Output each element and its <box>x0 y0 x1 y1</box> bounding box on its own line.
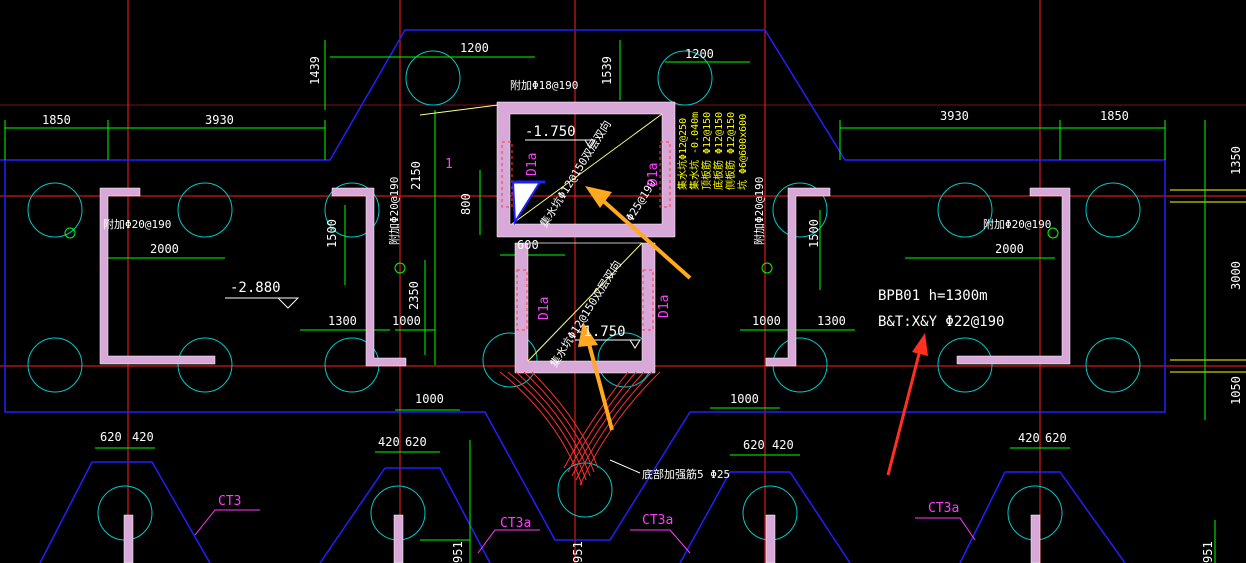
rebar-note-4: 底板筋 Φ12@150 <box>712 112 725 190</box>
plate-title: BPB01 h=1300m <box>878 288 988 304</box>
dim-600: 600 <box>517 238 539 252</box>
rebar-note-3: 顶板筋 Φ12@150 <box>700 112 713 190</box>
pit-hatching <box>501 141 671 331</box>
dim-2150: 2150 <box>409 161 423 190</box>
ct-label-mid-left: CT3a <box>500 516 531 531</box>
dim-420-2: 420 <box>378 435 400 449</box>
annotation-arrows <box>578 186 928 476</box>
axis-markers <box>64 227 1059 274</box>
right-edge-lines <box>1170 189 1246 373</box>
elevation-symbols <box>225 139 641 349</box>
dim-951-2: 951 <box>571 541 585 563</box>
dim-620-4: 620 <box>1045 431 1067 445</box>
pit-top-wall <box>496 101 676 238</box>
dim-620-2: 620 <box>405 435 427 449</box>
dim-1439: 1439 <box>308 56 322 85</box>
dim-620-1: 620 <box>100 430 122 444</box>
dim-1050: 1050 <box>1229 376 1243 405</box>
dim-1300-right: 1300 <box>817 314 846 328</box>
dim-3930-right: 3930 <box>940 109 969 123</box>
pit-label-bottom: D1a <box>537 297 552 320</box>
wall-left-bracket <box>99 187 216 365</box>
pit-bottom-wall <box>514 242 656 374</box>
walls <box>99 101 1071 374</box>
dim-1850-left: 1850 <box>42 113 71 127</box>
dim-420-3: 420 <box>772 438 794 452</box>
pit-label-top: D1a <box>525 153 540 176</box>
dim-1200-right: 1200 <box>685 47 714 61</box>
plate-rebar: B&T:X&Y Φ22@190 <box>878 314 1004 330</box>
rebar-right-label: 附加Φ20@190 <box>983 217 1051 231</box>
marker-1: 1 <box>445 157 453 172</box>
dim-1000-b: 1000 <box>752 314 781 328</box>
rebar-left-label: 附加Φ20@190 <box>103 217 171 231</box>
dim-2000-right: 2000 <box>995 242 1024 256</box>
dim-1350: 1350 <box>1229 146 1243 175</box>
dim-1500-right: 1500 <box>807 219 821 248</box>
dim-1300-left: 1300 <box>328 314 357 328</box>
ct-label-mid-right: CT3a <box>642 513 673 528</box>
dimension-labels: 1850 3930 1200 1200 3930 1850 2000 2000 … <box>42 41 1129 452</box>
column-stubs <box>123 514 1041 563</box>
dim-1500-left: 1500 <box>325 219 339 248</box>
fan-note: 底部加强筋5 Φ25 <box>642 467 730 481</box>
rebar-top-label: 附加Φ18@190 <box>510 78 578 92</box>
dim-1200-left: 1200 <box>460 41 489 55</box>
wall-left-inner <box>331 187 407 367</box>
dim-2000-left: 2000 <box>150 242 179 256</box>
pile-circles <box>27 50 1141 541</box>
dim-800: 800 <box>459 193 473 215</box>
rebar-notes: 集水坑Φ12@250 集水坑 -0.040m 顶板筋 Φ12@150 底板筋 Φ… <box>676 112 749 190</box>
dim-420-1: 420 <box>132 430 154 444</box>
dimension-lines <box>4 40 1216 563</box>
wall-left-rebar-label: 附加Φ20@190 <box>387 177 401 245</box>
pit-diagonals <box>419 104 663 362</box>
ct-label-right: CT3a <box>928 501 959 516</box>
rebar-note-2: 集水坑 -0.040m <box>688 112 701 190</box>
dim-1000-bottom-left: 1000 <box>415 392 444 406</box>
ct-label-left: CT3 <box>218 494 241 509</box>
pit-label-bottom-right: D1a <box>657 295 672 318</box>
dim-620-3: 620 <box>743 438 765 452</box>
wall-right-bracket <box>956 187 1071 365</box>
vertical-dimension-labels: 1439 1539 1350 3000 1050 2150 800 1500 1… <box>308 56 1243 563</box>
dim-420-4: 420 <box>1018 431 1040 445</box>
elevation-cap: -2.880 <box>230 280 281 296</box>
wall-right-inner <box>765 187 831 367</box>
dim-951-1: 951 <box>451 541 465 563</box>
foundation-outline <box>0 29 1166 563</box>
rebar-note-5: 侧板筋 Φ12@150 <box>724 112 737 190</box>
elevation-top-pit: -1.750 <box>525 124 576 140</box>
rebar-note-6: 坑 Φ6@600x600 <box>736 114 749 190</box>
wall-right-rebar-label: 附加Φ20@190 <box>752 177 766 245</box>
dim-951-3: 951 <box>1201 541 1215 563</box>
dim-3000: 3000 <box>1229 261 1243 290</box>
pit-label-top-right: D1a <box>646 163 661 186</box>
dim-1000-bottom-right: 1000 <box>730 392 759 406</box>
dim-1539: 1539 <box>600 56 614 85</box>
elevation-bottom-pit: -1.750 <box>575 324 626 340</box>
dim-1850-right: 1850 <box>1100 109 1129 123</box>
dim-1000-a: 1000 <box>392 314 421 328</box>
dim-3930-left: 3930 <box>205 113 234 127</box>
rebar-note-1: 集水坑Φ12@250 <box>676 118 689 190</box>
fan-note-leader <box>609 459 641 474</box>
dim-2350: 2350 <box>407 281 421 310</box>
ct-leaders <box>194 509 976 554</box>
rebar-fan <box>499 371 661 486</box>
